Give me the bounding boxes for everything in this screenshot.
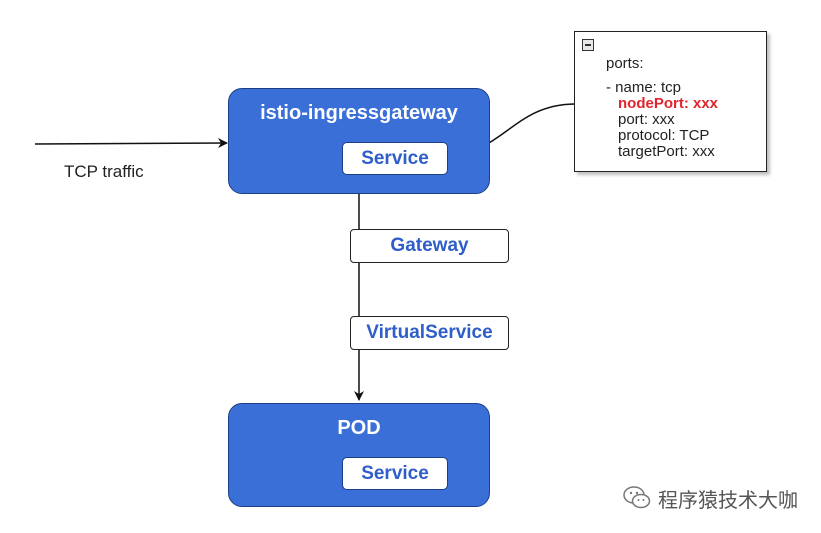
ingressgateway-title: istio-ingressgateway: [260, 102, 458, 124]
ingressgateway-service-box[interactable]: Service: [342, 142, 448, 175]
note-line-port: port: xxx: [618, 111, 675, 128]
note-line-ports: ports:: [606, 55, 644, 72]
virtualservice-label-box[interactable]: VirtualService: [350, 316, 509, 350]
pod-node[interactable]: POD: [228, 403, 490, 507]
ingressgateway-node[interactable]: istio-ingressgateway: [228, 88, 490, 194]
note-line-protocol: protocol: TCP: [618, 127, 710, 144]
note-line-name: - name: tcp: [606, 79, 682, 96]
pod-service-box[interactable]: Service: [342, 457, 448, 490]
note-line-targetport: targetPort: xxx: [618, 143, 715, 160]
wechat-icon: [623, 486, 651, 509]
watermark: 程序猿技术大咖: [622, 484, 798, 512]
note-line-nodeport: nodePort: xxx: [618, 95, 719, 112]
collapse-icon[interactable]: [582, 39, 594, 51]
gateway-label-box[interactable]: Gateway: [350, 229, 509, 263]
ports-config-note[interactable]: ports: - name: tcp nodePort: xxx port: x…: [574, 31, 767, 172]
tcp-traffic-arrow: [34, 138, 228, 149]
tcp-traffic-label: TCP traffic: [64, 162, 144, 181]
watermark-text: 程序猿技术大咖: [658, 489, 798, 512]
pod-title: POD: [337, 417, 381, 439]
